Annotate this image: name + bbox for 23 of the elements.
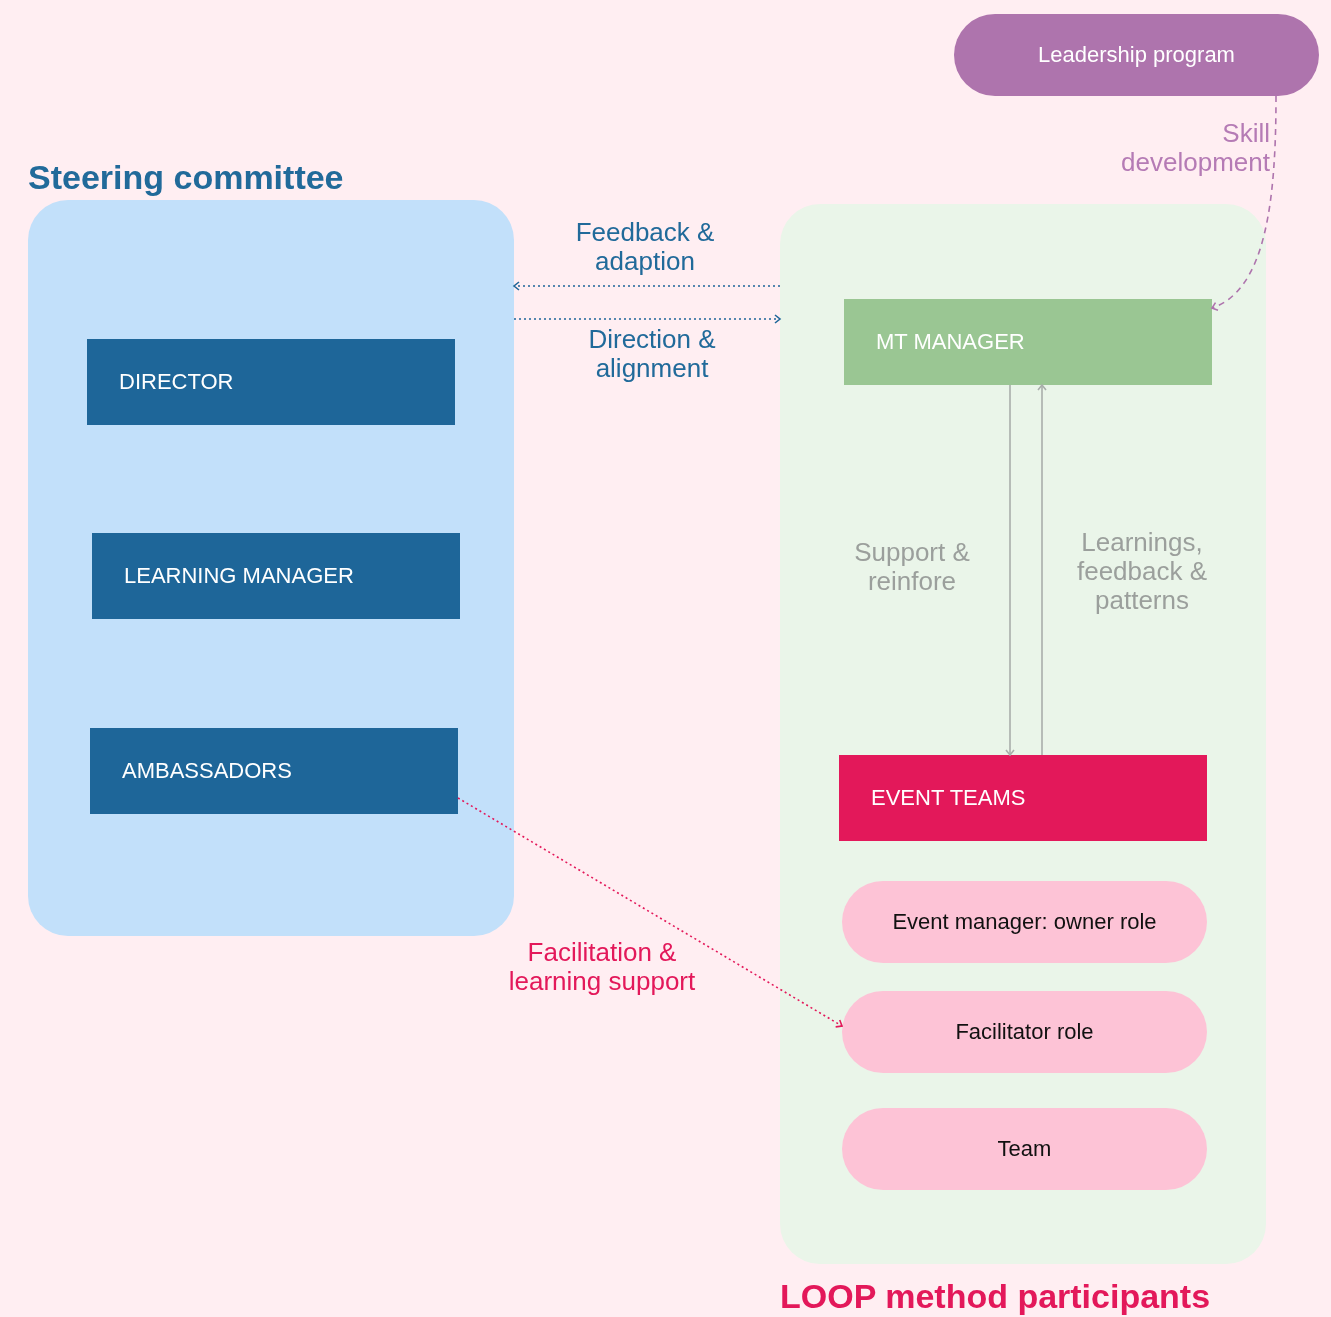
role-box: DIRECTOR (87, 339, 455, 425)
arrow (1037, 384, 1047, 756)
role-pill: Facilitator role (842, 991, 1207, 1073)
arrow (1005, 384, 1015, 756)
edge-label: Support & reinfore (853, 538, 971, 596)
role-pill: Event manager: owner role (842, 881, 1207, 963)
role-box: LEARNING MANAGER (92, 533, 460, 619)
edge-label: Feedback & adaption (574, 218, 716, 276)
arrow (457, 797, 843, 1028)
role-box: EVENT TEAMS (839, 755, 1207, 841)
edge-label: Facilitation & learning support (507, 938, 697, 996)
group-heading: Steering committee (28, 158, 344, 197)
role-pill: Team (842, 1108, 1207, 1190)
group-heading: LOOP method participants (780, 1277, 1211, 1316)
role-pill: Leadership program (954, 14, 1319, 96)
role-box: AMBASSADORS (90, 728, 458, 814)
arrow (513, 281, 781, 291)
edge-label: Learnings, feedback & patterns (1075, 528, 1209, 615)
arrow (513, 314, 781, 324)
arrow (1211, 95, 1277, 311)
edge-label: Direction & alignment (587, 325, 717, 383)
role-box: MT MANAGER (844, 299, 1212, 385)
edge-label: Skill development (1120, 119, 1270, 177)
